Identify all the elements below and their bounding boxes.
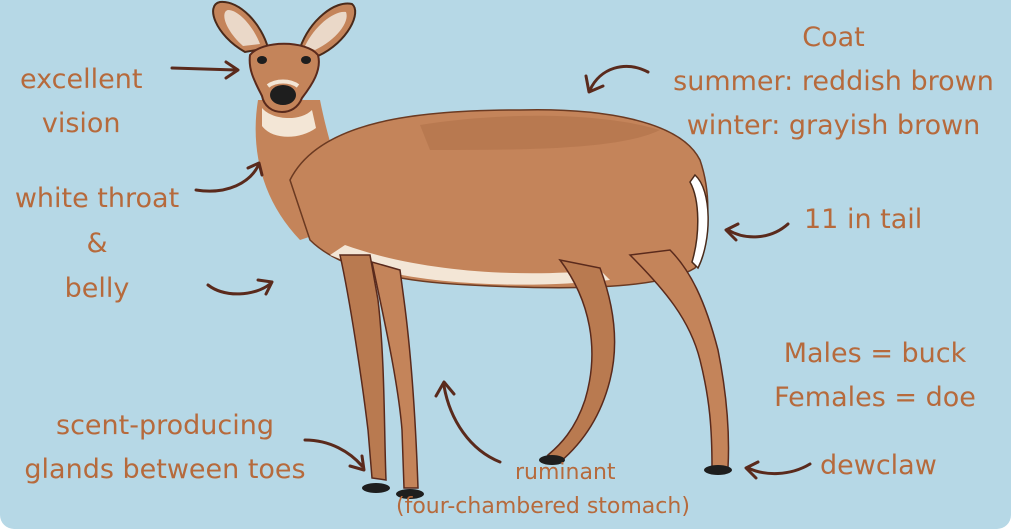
hoof bbox=[704, 465, 732, 475]
label-glands: scent-producing glands between toes bbox=[0, 404, 330, 492]
label-coat-winter: winter: grayish brown bbox=[656, 104, 1011, 148]
label-sexes-females: Females = doe bbox=[750, 376, 1000, 420]
label-dewclaw: dewclaw bbox=[820, 452, 937, 479]
hoof bbox=[362, 483, 390, 493]
eye bbox=[257, 56, 267, 64]
nose bbox=[270, 85, 296, 105]
label-coat: Coat summer: reddish brown winter: grayi… bbox=[656, 16, 1011, 148]
label-vision-line1: excellent bbox=[20, 58, 142, 102]
label-tail: 11 in tail bbox=[804, 206, 922, 233]
label-coat-summer: summer: reddish brown bbox=[656, 60, 1011, 104]
label-glands-line1: scent-producing bbox=[0, 404, 330, 448]
hind-leg-left bbox=[548, 260, 615, 462]
label-sexes: Males = buck Females = doe bbox=[750, 332, 1000, 420]
label-sexes-males: Males = buck bbox=[750, 332, 1000, 376]
label-throat-line2: & bbox=[2, 221, 192, 266]
label-throat-line1: white throat bbox=[2, 176, 192, 221]
label-throat: white throat & belly bbox=[2, 176, 192, 311]
eye bbox=[301, 56, 311, 64]
label-vision-line2: vision bbox=[20, 102, 142, 146]
label-stomach: (four-chambered stomach) bbox=[396, 496, 690, 518]
label-ruminant: ruminant bbox=[515, 462, 616, 484]
label-vision: excellent vision bbox=[20, 58, 142, 146]
label-glands-line2: glands between toes bbox=[0, 448, 330, 492]
label-throat-line3: belly bbox=[2, 266, 192, 311]
label-coat-title: Coat bbox=[656, 16, 1011, 60]
